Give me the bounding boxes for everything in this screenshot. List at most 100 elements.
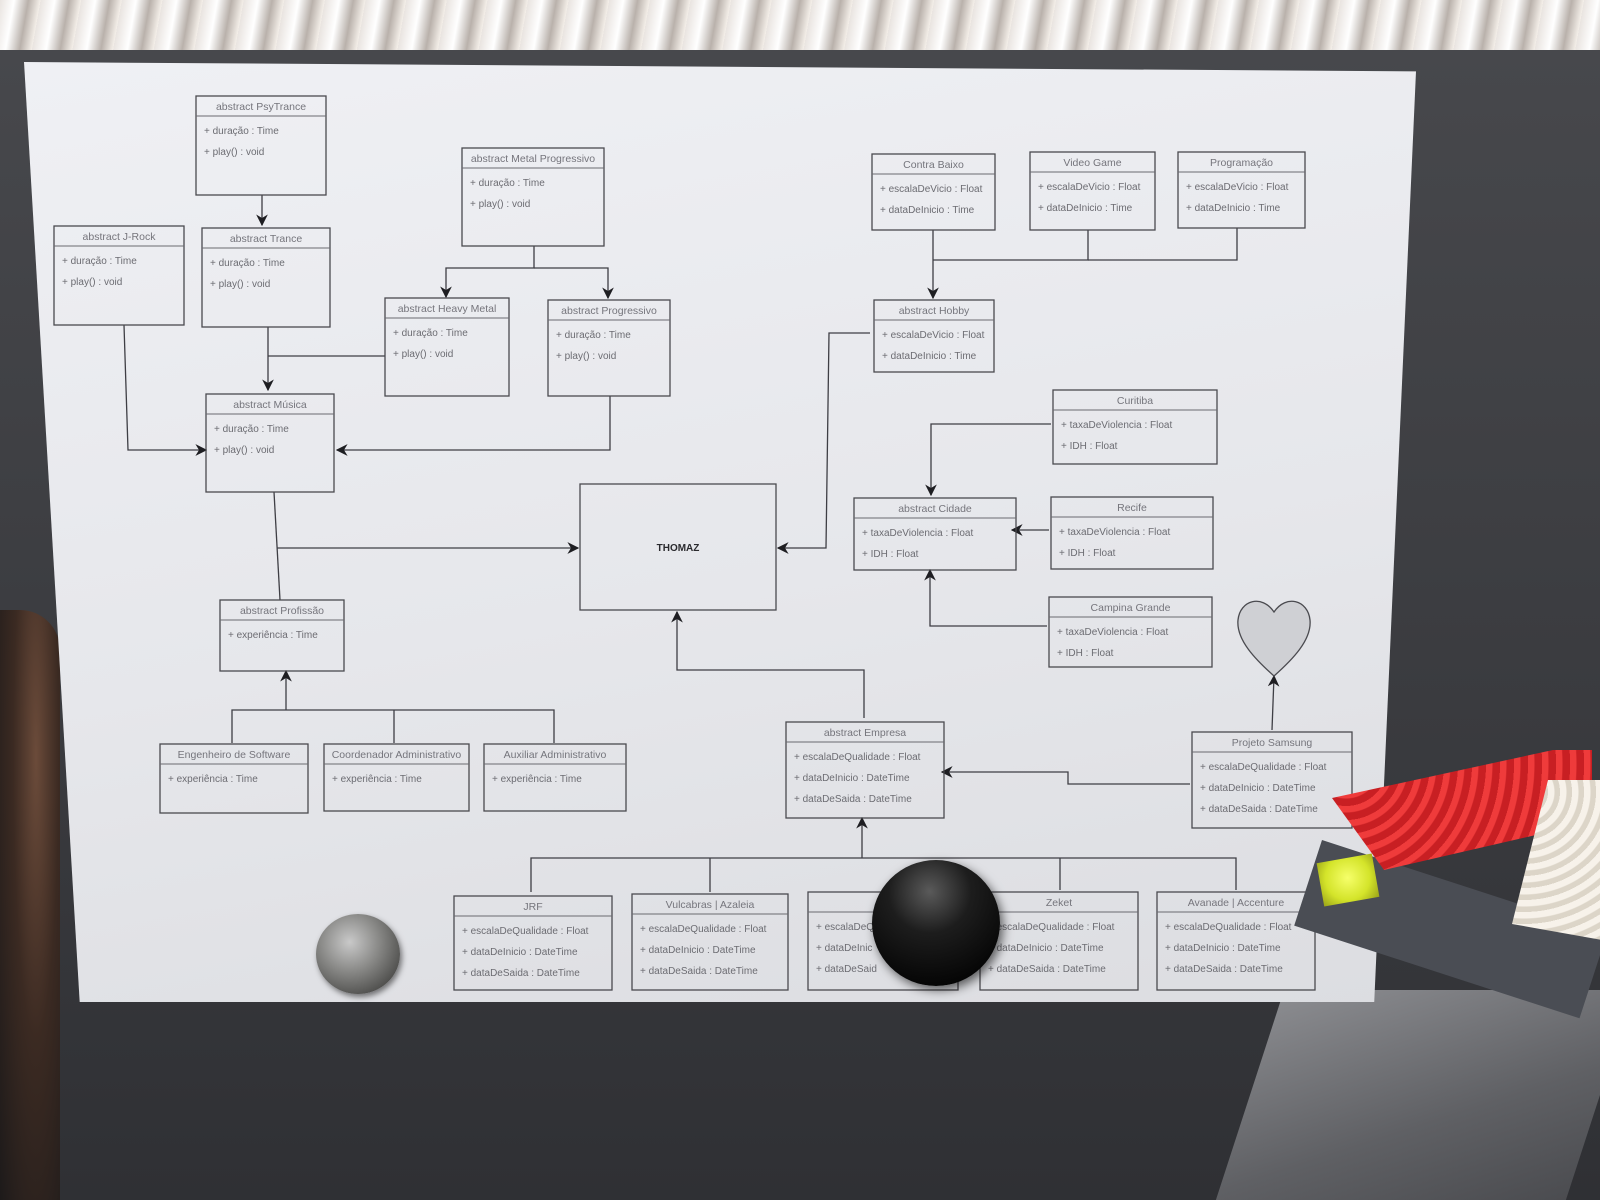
class-title: Contra Baixo <box>903 159 964 171</box>
class-title: abstract Empresa <box>824 727 906 739</box>
class-attribute: + escalaDeQ <box>816 922 874 933</box>
class-attribute: + taxaDeViolencia : Float <box>1061 420 1172 431</box>
class-title: Auxiliar Administrativo <box>504 749 607 761</box>
class-contra-baixo: Contra Baixo+ escalaDeVicio : Float+ dat… <box>871 153 996 231</box>
class-title: Vulcabras | Azaleia <box>666 899 755 911</box>
edge-musica-profissao <box>273 491 281 601</box>
class-heavy-metal: abstract Heavy Metal+ duração : Time+ pl… <box>384 297 510 397</box>
class-title: Recife <box>1117 502 1147 514</box>
edge-metalprog-heavymetal <box>440 246 535 299</box>
black-magnet <box>872 860 1000 986</box>
class-attribute: + IDH : Float <box>1057 648 1114 659</box>
class-title: abstract Música <box>233 399 307 411</box>
relationship-edges <box>123 195 1280 892</box>
class-attribute: + dataDeInic <box>816 943 872 954</box>
class-title: abstract Profissão <box>240 605 324 617</box>
class-box <box>205 393 335 493</box>
class-cidade: abstract Cidade + taxaDeViolencia : Float… <box>853 497 1017 571</box>
class-title: Campina Grande <box>1091 602 1171 614</box>
lego-toy <box>1294 740 1600 1019</box>
class-attribute: + escalaDeQualidade : Float <box>794 752 921 763</box>
class-box <box>453 895 613 991</box>
class-attribute: + dataDeInicio : Time <box>882 351 977 362</box>
class-attribute: + dataDeInicio : Time <box>1038 203 1133 214</box>
class-title: abstract PsyTrance <box>216 101 306 113</box>
class-box <box>195 95 327 196</box>
class-attribute: + dataDeInicio : DateTime <box>794 773 910 784</box>
class-attribute: + experiência : Time <box>228 630 318 641</box>
class-title: Programação <box>1210 157 1273 169</box>
class-attribute: + escalaDeVicio : Float <box>1038 182 1141 193</box>
class-attribute: + dataDeSaida : DateTime <box>794 794 912 805</box>
person-silhouette <box>0 610 60 1200</box>
class-box <box>483 743 627 812</box>
class-attribute: + escalaDeVicio : Float <box>1186 182 1289 193</box>
class-attribute: + taxaDeViolencia : Float <box>862 528 973 539</box>
class-profissao: abstract Profissão + experiência : Time <box>219 599 345 672</box>
class-attribute: + taxaDeViolencia : Float <box>1057 627 1168 638</box>
class-attribute: + play() : void <box>210 279 270 290</box>
class-attribute: + escalaDeQualidade : Float <box>640 924 767 935</box>
class-attribute: + play() : void <box>556 351 616 362</box>
class-curitiba: Curitiba + taxaDeViolencia : Float + IDH :… <box>1052 389 1218 465</box>
class-musica: abstract Música+ duração : Time+ play() … <box>205 393 335 493</box>
class-vulcabras: Vulcabras | Azaleia + escalaDeQualidade :… <box>631 893 789 991</box>
class-title: Coordenador Administrativo <box>332 749 462 761</box>
class-thomaz-title: THOMAZ <box>657 543 700 554</box>
class-box <box>53 225 185 326</box>
class-boxes: abstract PsyTrance + duração : Time + play… <box>53 95 1353 991</box>
class-attribute: + dataDeInicio : DateTime <box>1165 943 1281 954</box>
class-attribute: + duração : Time <box>393 328 468 339</box>
class-attribute: + play() : void <box>62 277 122 288</box>
class-box <box>873 299 995 373</box>
class-box <box>1050 496 1214 570</box>
edge-companies-bus <box>530 857 1237 892</box>
edge-samsung-empresa <box>940 766 1190 785</box>
class-attribute: + dataDeSaida : DateTime <box>640 966 758 977</box>
class-attribute: + duração : Time <box>62 256 137 267</box>
edge-campina-cidade <box>924 568 1047 627</box>
class-psytrance: abstract PsyTrance + duração : Time + play… <box>195 95 327 196</box>
class-box <box>461 147 605 247</box>
edge-samsung-heart <box>1267 674 1280 731</box>
edge-progressivo-musica <box>335 396 611 456</box>
class-attribute: + duração : Time <box>204 126 279 137</box>
class-attribute: + dataDeSaid <box>816 964 877 975</box>
class-attribute: + duração : Time <box>210 258 285 269</box>
class-box <box>201 227 331 328</box>
class-box <box>1177 151 1306 229</box>
class-metal-progressivo: abstract Metal Progressivo+ duração : Ti… <box>461 147 605 247</box>
class-attribute: + IDH : Float <box>862 549 919 560</box>
class-title: abstract J-Rock <box>83 231 157 243</box>
class-aux-admin: Auxiliar Administrativo + experiência : T… <box>483 743 627 812</box>
edge-hobby-thomaz <box>776 332 870 554</box>
edge-curitiba-cidade <box>925 423 1051 497</box>
class-title: Curitiba <box>1117 395 1153 407</box>
class-attribute: + dataDeInicio : DateTime <box>640 945 756 956</box>
class-eng-software: Engenheiro de Software+ experiência : Ti… <box>159 743 309 814</box>
class-box <box>853 497 1017 571</box>
class-title: Engenheiro de Software <box>178 749 291 761</box>
class-attribute: + play() : void <box>204 147 264 158</box>
class-attribute: + IDH : Float <box>1061 441 1118 452</box>
class-attribute: + escalaDeQualidade : Float <box>462 926 589 937</box>
edge-metalprog-progressivo <box>534 267 614 300</box>
class-title: abstract Heavy Metal <box>398 303 497 315</box>
silver-magnet <box>316 914 400 994</box>
class-attribute: + dataDeSaida : DateTime <box>988 964 1106 975</box>
class-title: JRF <box>523 901 542 913</box>
class-zeket: Zeket+ escalaDeQualidade : Float+ dataDe… <box>979 891 1139 991</box>
class-trance: abstract Trance+ duração : Time+ play() … <box>201 227 331 328</box>
class-attribute: + dataDeSaida : DateTime <box>1165 964 1283 975</box>
class-attribute: + dataDeInicio : DateTime <box>1200 783 1316 794</box>
class-title: abstract Cidade <box>898 503 972 515</box>
class-box <box>323 743 470 812</box>
class-projeto-samsung: Projeto Samsung+ escalaDeQualidade : Flo… <box>1191 731 1353 829</box>
class-box <box>1156 891 1316 991</box>
class-attribute: + escalaDeQualidade : Float <box>1200 762 1327 773</box>
class-box <box>219 599 345 672</box>
class-attribute: + duração : Time <box>214 424 289 435</box>
class-coord-admin: Coordenador Administrativo+ experiência … <box>323 743 470 812</box>
class-attribute: + experiência : Time <box>492 774 582 785</box>
